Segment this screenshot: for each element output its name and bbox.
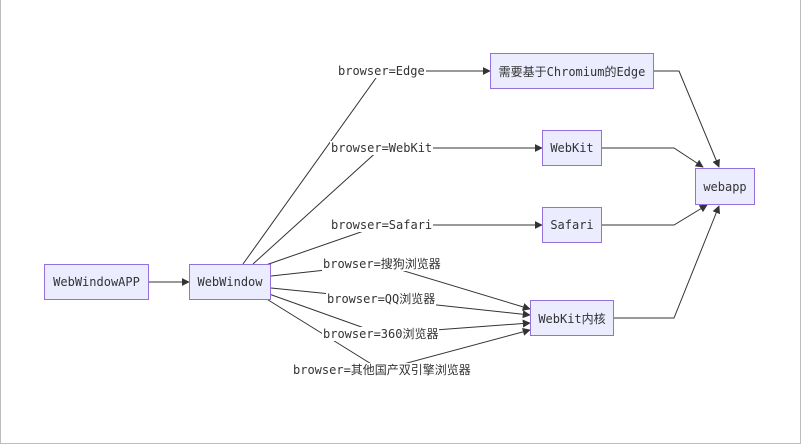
node-edge-chromium[interactable]: 需要基于Chromium的Edge [490, 53, 654, 89]
edge-edge-to-webapp [654, 70, 720, 168]
edge-label-edge: browser=Edge [337, 64, 426, 78]
node-webwindowapp[interactable]: WebWindowAPP [44, 264, 149, 300]
edge-label-qq: browser=QQ浏览器 [326, 292, 437, 306]
edge-label-other: browser=其他国产双引擎浏览器 [292, 363, 472, 377]
edge-webwindow-to-webkit [252, 144, 543, 265]
edge-label-360: browser=360浏览器 [322, 327, 440, 341]
edge-safari-to-webapp [602, 204, 708, 226]
edge-label-webkit: browser=WebKit [330, 141, 434, 155]
edge-webwindow-to-edge [242, 67, 491, 265]
edge-webkit-core-to-webapp [614, 205, 721, 319]
node-safari[interactable]: Safari [542, 207, 602, 243]
edge-label-sogou: browser=搜狗浏览器 [322, 257, 442, 271]
node-webkit-core[interactable]: WebKit内核 [530, 300, 614, 336]
node-webkit[interactable]: WebKit [542, 130, 602, 166]
edge-label-safari: browser=Safari [330, 218, 434, 232]
node-webapp[interactable]: webapp [695, 168, 755, 205]
edge-webkit-to-webapp [602, 147, 704, 168]
node-webwindow[interactable]: WebWindow [189, 264, 271, 300]
